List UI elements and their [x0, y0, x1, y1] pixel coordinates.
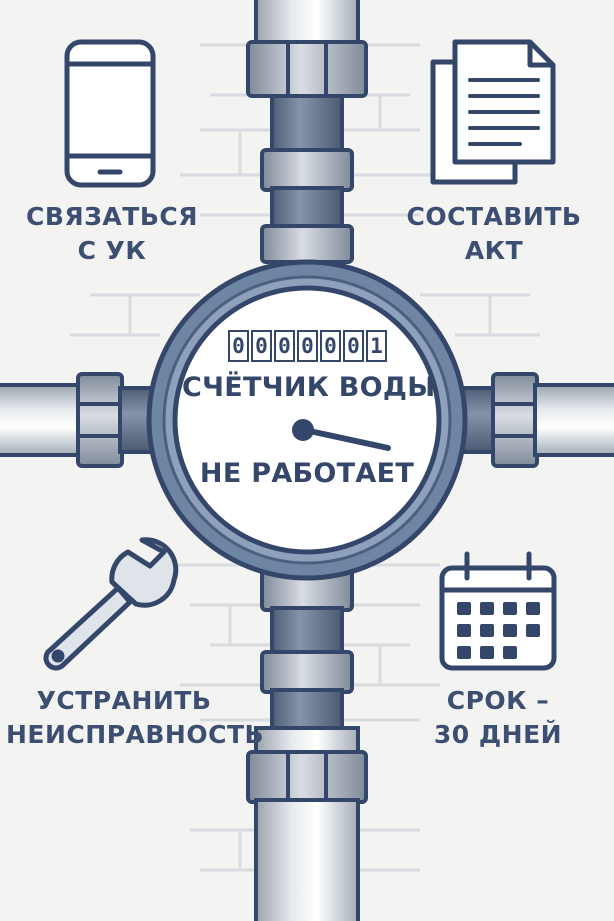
label-fix-fault-line1: УСТРАНИТЬ [36, 686, 212, 715]
pipe-top [246, 0, 368, 264]
counter-digit: 0 [343, 330, 364, 362]
pipe-bottom [246, 568, 368, 921]
counter-digit: 0 [320, 330, 341, 362]
wrench-icon [43, 537, 179, 671]
document-icon [430, 39, 556, 185]
label-deadline-line2: 30 ДНЕЙ [433, 720, 563, 749]
calendar-icon [439, 551, 557, 671]
water-meter [146, 259, 468, 581]
label-fix-fault-line2: НЕИСПРАВНОСТЬ [6, 720, 265, 749]
label-contact-uk-line2: С УК [77, 236, 147, 265]
label-deadline-line1: СРОК – [446, 686, 550, 715]
meter-counter: 0 0 0 0 0 0 1 [228, 330, 387, 362]
smartphone-icon [64, 39, 156, 188]
meter-label-line1: СЧЁТЧИК ВОДЫ [182, 372, 436, 403]
label-draw-up-act-line2: АКТ [464, 236, 524, 265]
label-contact-uk: СВЯЗАТЬСЯ С УК [14, 200, 210, 268]
counter-digit: 0 [251, 330, 272, 362]
pipe-right [453, 372, 614, 468]
counter-digit: 0 [297, 330, 318, 362]
label-fix-fault: УСТРАНИТЬ НЕИСПРАВНОСТЬ [6, 684, 265, 752]
label-deadline: СРОК – 30 ДНЕЙ [410, 684, 586, 752]
meter-needle [302, 427, 391, 451]
meter-label-line2: НЕ РАБОТАЕТ [199, 458, 415, 489]
counter-digit: 0 [274, 330, 295, 362]
pipe-left [0, 372, 162, 468]
label-draw-up-act: СОСТАВИТЬ АКТ [396, 200, 592, 268]
counter-digit: 0 [228, 330, 249, 362]
label-draw-up-act-line1: СОСТАВИТЬ [406, 202, 582, 231]
counter-digit-last: 1 [366, 330, 387, 362]
needle-hub [292, 419, 314, 441]
label-contact-uk-line1: СВЯЗАТЬСЯ [26, 202, 198, 231]
